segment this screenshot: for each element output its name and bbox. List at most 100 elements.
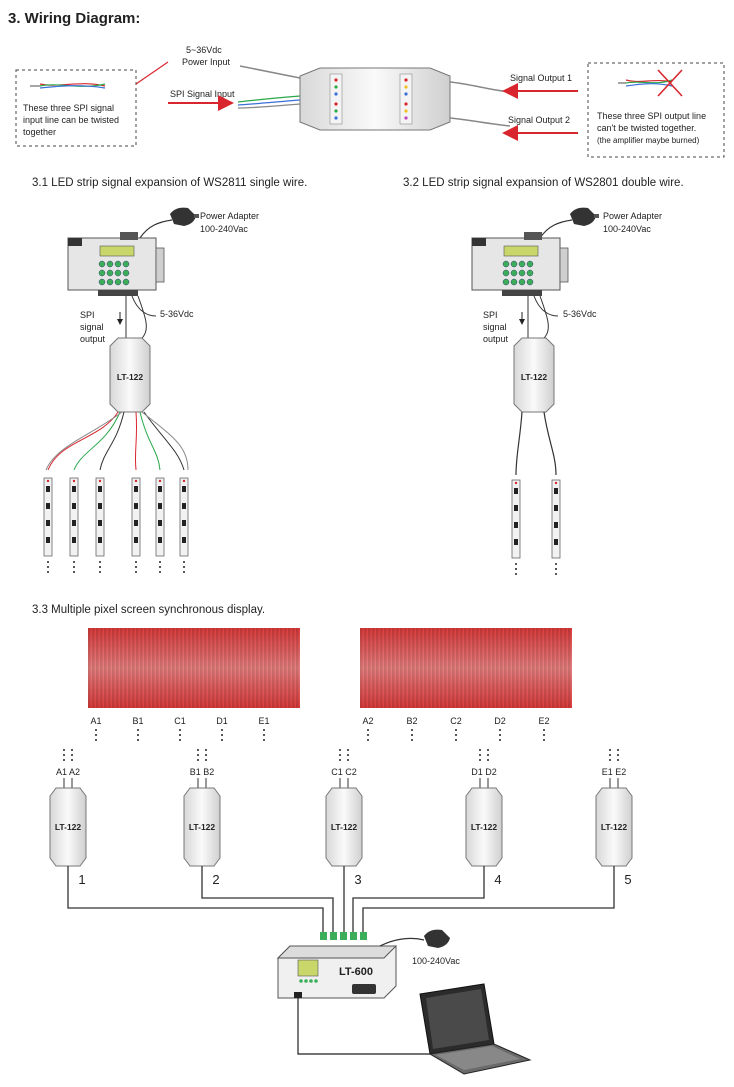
no-twist-icon: [618, 69, 683, 97]
led-strips-31: [43, 477, 189, 573]
led-strip-32-1: [511, 479, 521, 575]
amplifier-4: D1 D2 LT-122 4: [465, 749, 503, 887]
amplifier-module-label: LT-122: [331, 822, 358, 832]
screen-2-labels: A2 B2 C2 D2 E2: [362, 716, 550, 741]
port-number: 4: [494, 872, 501, 887]
input-note-line1: These three SPI signal: [23, 103, 114, 113]
note-pointer: [135, 61, 169, 85]
spi-label-2: signal: [80, 322, 104, 332]
output-note-line1: These three SPI output line: [597, 111, 706, 121]
output-note-line3: (the amplifier maybe burned): [597, 136, 700, 145]
screen-label-E2: E2: [538, 716, 549, 726]
screen-label-B1: B1: [132, 716, 143, 726]
section-heading: 3. Wiring Diagram:: [8, 10, 140, 27]
power-adapter-label-32: Power Adapter: [603, 211, 662, 221]
signal-output-1-label: Signal Output 1: [510, 73, 572, 83]
top-wiring: These three SPI signal input line can be…: [15, 45, 725, 158]
twisted-wires-icon: [30, 83, 106, 89]
led-strip-31-6: [179, 477, 189, 573]
amplifier-pair-label: E1 E2: [602, 767, 627, 777]
controller-32: [471, 232, 569, 296]
screen-label-C1: C1: [174, 716, 186, 726]
screen-label-E1: E1: [258, 716, 269, 726]
input-note-box: [15, 69, 137, 147]
amplifier-module-label: LT-122: [471, 822, 498, 832]
power-input-label: Power Input: [182, 57, 231, 67]
port-wire-4: [352, 866, 485, 932]
led-strip-31-1: [43, 477, 53, 573]
section-31-diagram: Power Adapter 100-240Vac SPI signal outp…: [43, 207, 259, 573]
power-adapter-icon: [170, 207, 199, 226]
led-strip-31-4: [131, 477, 141, 573]
vdc-label: 5-36Vdc: [160, 309, 194, 319]
power-input-voltage: 5~36Vdc: [186, 45, 222, 55]
power-adapter-icon-32: [570, 207, 599, 226]
screen-label-D1: D1: [216, 716, 228, 726]
amplifier-32: LT-122: [513, 337, 555, 413]
spi-input-wire-green: [237, 95, 301, 103]
power-adapter-label: Power Adapter: [200, 211, 259, 221]
spi-label-32-3: output: [483, 334, 509, 344]
pixel-screen-2: [360, 628, 572, 708]
screen-label-A2: A2: [362, 716, 373, 726]
pixel-screen-1: [88, 628, 300, 708]
lt600-power-label: 100-240Vac: [412, 956, 460, 966]
section-31-title: 3.1 LED strip signal expansion of WS2811…: [32, 177, 307, 189]
controller-31: [67, 232, 165, 296]
led-strips-32: [511, 479, 561, 575]
led-strip-31-2: [69, 477, 79, 573]
spi-input-wire-blue: [237, 99, 301, 106]
spi-label-32-1: SPI: [483, 310, 498, 320]
spi-label-32-2: signal: [483, 322, 507, 332]
screen-label-C2: C2: [450, 716, 462, 726]
power-adapter-voltage-32: 100-240Vac: [603, 224, 651, 234]
amplifier-5: E1 E2 LT-122 5: [595, 749, 633, 887]
lt600-label: LT-600: [339, 966, 373, 978]
screen-label-A1: A1: [90, 716, 101, 726]
amplifier-pair-label: C1 C2: [331, 767, 357, 777]
amplifier-top: [299, 67, 451, 131]
amplifier-31-label: LT-122: [117, 372, 144, 382]
signal-output-2-label: Signal Output 2: [508, 115, 570, 125]
amplifier-3: C1 C2 LT-122 3: [325, 749, 363, 887]
output-note-box: [587, 62, 725, 158]
input-note-line2: input line can be twisted: [23, 115, 119, 125]
port-number: 3: [354, 872, 361, 887]
port-wire-5: [362, 866, 615, 932]
laptop-icon: [419, 983, 532, 1075]
amplifier-pair-label: A1 A2: [56, 767, 80, 777]
section-33-title: 3.3 Multiple pixel screen synchronous di…: [32, 604, 265, 616]
amplifier-module-label: LT-122: [55, 822, 82, 832]
output-note-line2: can't be twisted together.: [597, 123, 696, 133]
spi-label-1: SPI: [80, 310, 95, 320]
section-32-diagram: Power Adapter 100-240Vac SPI signal outp…: [471, 207, 662, 575]
amplifier-module-label: LT-122: [601, 822, 628, 832]
power-input-wire: [239, 65, 301, 79]
amplifier-31: LT-122: [109, 337, 151, 413]
port-number: 1: [78, 872, 85, 887]
output2-wire: [449, 117, 511, 127]
led-strip-31-3: [95, 477, 105, 573]
section-32-title: 3.2 LED strip signal expansion of WS2801…: [403, 177, 684, 189]
amplifier-module-label: LT-122: [189, 822, 216, 832]
port-wire-1: [67, 866, 324, 932]
screen-1-labels: A1 B1 C1 D1 E1: [90, 716, 270, 741]
spi-label-3: output: [80, 334, 106, 344]
amplifier-32-label: LT-122: [521, 372, 548, 382]
lt600-controller: LT-600: [276, 932, 398, 999]
port-number: 2: [212, 872, 219, 887]
power-adapter-voltage: 100-240Vac: [200, 224, 248, 234]
port-number: 5: [624, 872, 631, 887]
screen-label-D2: D2: [494, 716, 506, 726]
led-strip-31-5: [155, 477, 165, 573]
port-wire-2: [201, 866, 334, 932]
amplifier-pair-label: D1 D2: [471, 767, 497, 777]
power-adapter-icon-33: [424, 929, 450, 948]
screen-label-B2: B2: [406, 716, 417, 726]
spi-input-wire-gray: [237, 103, 301, 109]
spi-signal-input-label: SPI Signal Input: [170, 89, 235, 99]
